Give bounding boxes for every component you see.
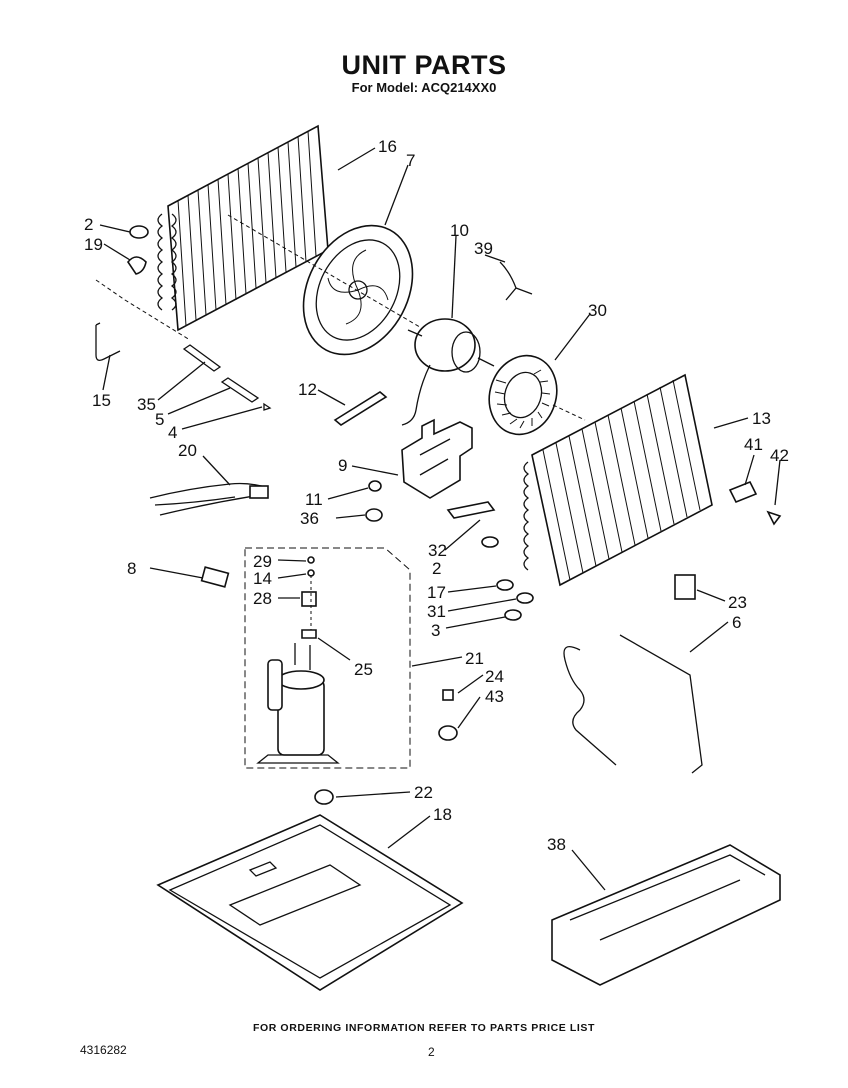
callout-6: 6	[732, 613, 741, 632]
callout-42: 42	[770, 446, 789, 465]
compressor	[256, 643, 340, 764]
clip-31	[516, 592, 534, 604]
callout-2: 2	[432, 559, 441, 578]
grommet-43	[438, 725, 458, 741]
document-number: 4316282	[80, 1043, 127, 1057]
heater-5	[220, 377, 260, 403]
drain-tube-15	[95, 322, 121, 361]
thermostat-39	[499, 261, 533, 301]
callout-14: 14	[253, 569, 272, 588]
callout-41: 41	[744, 435, 763, 454]
callout-17: 17	[427, 583, 446, 602]
callout-13: 13	[752, 409, 771, 428]
evaporator-coil	[523, 373, 713, 587]
callout-24: 24	[485, 667, 504, 686]
ordering-note: FOR ORDERING INFORMATION REFER TO PARTS …	[252, 1022, 596, 1034]
callout-16: 16	[378, 137, 397, 156]
callout-36: 36	[300, 509, 319, 528]
callout-25: 25	[354, 660, 373, 679]
motor-mount	[401, 418, 473, 499]
clip-3	[504, 609, 522, 621]
callout-21: 21	[465, 649, 484, 668]
tube-6	[563, 634, 703, 774]
fan-shroud	[302, 224, 414, 356]
nut-24	[442, 689, 454, 701]
page-number: 2	[428, 1045, 435, 1059]
blower-wheel	[488, 354, 586, 436]
base-pan	[156, 814, 464, 991]
sleeve-32	[446, 501, 496, 519]
callout-9: 9	[338, 456, 347, 475]
callout-23: 23	[728, 593, 747, 612]
capillary-35	[182, 344, 222, 372]
callout-30: 30	[588, 301, 607, 320]
terminal-4	[263, 402, 272, 411]
cover-38	[551, 844, 781, 986]
condenser-coil	[157, 124, 329, 332]
callout-4: 4	[168, 423, 177, 442]
callout-11: 11	[305, 490, 323, 509]
model-subtitle: For Model: ACQ214XX0	[351, 80, 497, 95]
callout-19: 19	[84, 235, 103, 254]
part-29	[307, 556, 315, 564]
callout-15: 15	[92, 391, 111, 410]
harness-plug	[249, 485, 269, 499]
grommet-22	[314, 789, 334, 805]
callout-2-top: 2	[84, 215, 93, 234]
strap-12	[333, 391, 388, 426]
callout-38: 38	[547, 835, 566, 854]
clip-17	[496, 579, 514, 591]
callout-22: 22	[414, 783, 433, 802]
callout-32: 32	[428, 541, 447, 560]
callout-20: 20	[178, 441, 197, 460]
callout-28: 28	[253, 589, 272, 608]
compressor-assembly-outline	[244, 547, 411, 769]
clip-2	[481, 536, 499, 548]
callout-29: 29	[253, 552, 272, 571]
callout-7: 7	[406, 151, 415, 170]
bracket-41	[728, 480, 758, 504]
capacitor-23	[674, 574, 696, 600]
callout-8: 8	[127, 559, 136, 578]
callout-3: 3	[431, 621, 440, 640]
callout-31: 31	[427, 602, 446, 621]
tab-42	[766, 510, 782, 526]
callout-5: 5	[155, 410, 164, 429]
nut-11	[368, 480, 382, 492]
callout-43: 43	[485, 687, 504, 706]
cap-19	[127, 256, 147, 275]
fan-motor	[401, 318, 495, 426]
clip-2-top	[129, 225, 149, 239]
part-25	[301, 629, 317, 639]
filter-drier-8	[200, 566, 230, 588]
part-28	[301, 591, 317, 607]
page-title: UNIT PARTS	[341, 50, 507, 80]
callout-12: 12	[298, 380, 317, 399]
callout-18: 18	[433, 805, 452, 824]
washer-36	[365, 508, 383, 522]
callout-39: 39	[474, 239, 493, 258]
callout-10: 10	[450, 221, 469, 240]
callout-35: 35	[137, 395, 156, 414]
